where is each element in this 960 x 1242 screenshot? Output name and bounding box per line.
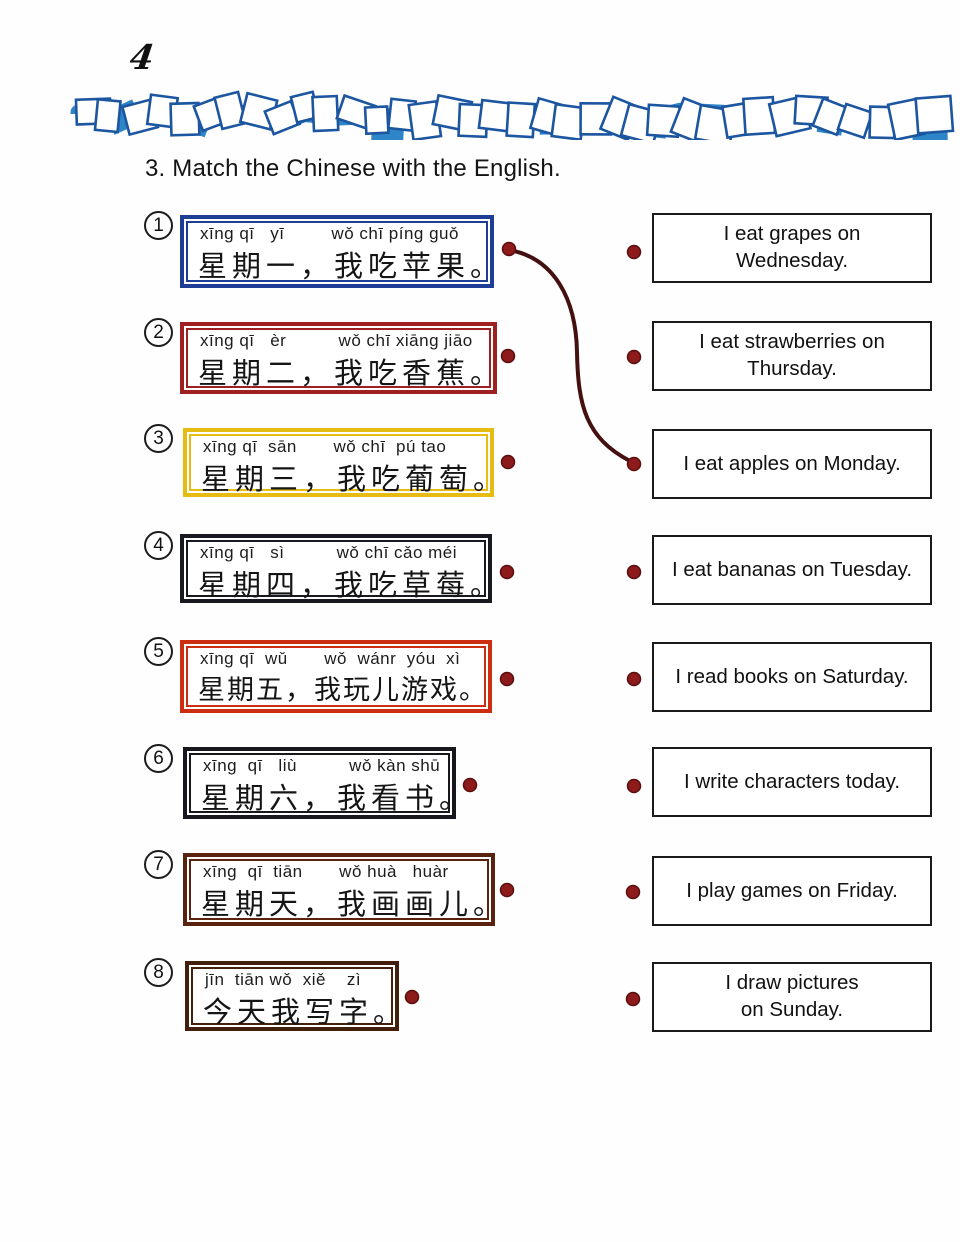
chinese-box-3[interactable]: xīng qī sān wǒ chī pú tao 星期三，我吃葡萄。 <box>183 428 502 497</box>
hanzi-4: 星期四，我吃草莓。 <box>198 568 505 602</box>
pinyin-3: xīng qī sān wǒ chī pú tao <box>203 437 447 456</box>
pinyin-1: xīng qī yī wǒ chī píng guǒ <box>200 224 459 243</box>
chinese-box-5[interactable]: xīng qī wǔ wǒ wánr yóu xì 星期五，我玩儿游戏。 <box>180 640 492 713</box>
chinese-box-4[interactable]: xīng qī sì wǒ chī cǎo méi 星期四，我吃草莓。 <box>180 534 499 603</box>
hanzi-8: 今天我写字。 <box>203 995 408 1029</box>
left-dot-3[interactable] <box>500 454 516 470</box>
pinyin-8: jīn tiān wǒ xiě zì <box>205 970 362 989</box>
left-dot-6[interactable] <box>462 777 478 793</box>
chinese-box-8[interactable]: jīn tiān wǒ xiě zì 今天我写字。 <box>185 961 402 1031</box>
pinyin-5: xīng qī wǔ wǒ wánr yóu xì <box>200 649 461 668</box>
right-dot-4[interactable] <box>626 564 642 580</box>
chinese-box-2[interactable]: xīng qī èr wǒ chī xiāng jiāo 星期二，我吃香蕉。 <box>180 322 499 394</box>
english-box-5[interactable]: I read books on Saturday. <box>652 642 932 712</box>
right-dot-3[interactable] <box>626 456 642 472</box>
left-dot-5[interactable] <box>499 671 515 687</box>
hanzi-6: 星期六，我看书。 <box>201 781 474 815</box>
chinese-box-6[interactable]: xīng qī liù wǒ kàn shū 星期六，我看书。 <box>183 747 468 819</box>
item-number-8: 8 <box>144 958 173 987</box>
item-number-7: 7 <box>144 850 173 879</box>
right-dot-8[interactable] <box>625 991 641 1007</box>
item-number-2: 2 <box>144 318 173 347</box>
hanzi-5: 星期五，我玩儿游戏。 <box>198 675 488 706</box>
pinyin-7: xīng qī tiān wǒ huà huàr <box>203 862 449 881</box>
decorative-border <box>70 90 955 140</box>
left-dot-8[interactable] <box>404 989 420 1005</box>
hanzi-3: 星期三，我吃葡萄。 <box>201 462 508 496</box>
hanzi-7: 星期天，我画画儿。 <box>201 887 508 921</box>
pinyin-4: xīng qī sì wǒ chī cǎo méi <box>200 543 458 562</box>
english-box-3[interactable]: I eat apples on Monday. <box>652 429 932 499</box>
page-number: 4 <box>127 38 157 78</box>
english-box-2[interactable]: I eat strawberries on Thursday. <box>652 321 932 391</box>
right-dot-5[interactable] <box>626 671 642 687</box>
right-dot-7[interactable] <box>625 884 641 900</box>
right-dot-6[interactable] <box>626 778 642 794</box>
chinese-box-1[interactable]: xīng qī yī wǒ chī píng guǒ 星期一，我吃苹果。 <box>180 215 499 288</box>
exercise-heading: 3. Match the Chinese with the English. <box>145 155 561 182</box>
hanzi-1: 星期一，我吃苹果。 <box>198 249 505 283</box>
item-number-6: 6 <box>144 744 173 773</box>
english-box-7[interactable]: I play games on Friday. <box>652 856 932 926</box>
hanzi-2: 星期二，我吃香蕉。 <box>198 356 505 390</box>
match-line-1-to-3 <box>507 248 632 463</box>
item-number-5: 5 <box>144 637 173 666</box>
english-box-1[interactable]: I eat grapes on Wednesday. <box>652 213 932 283</box>
chinese-box-7[interactable]: xīng qī tiān wǒ huà huàr 星期天，我画画儿。 <box>183 853 502 926</box>
item-number-4: 4 <box>144 531 173 560</box>
english-box-6[interactable]: I write characters today. <box>652 747 932 817</box>
right-dot-1[interactable] <box>626 244 642 260</box>
english-box-8[interactable]: I draw pictures on Sunday. <box>652 962 932 1032</box>
right-dot-2[interactable] <box>626 349 642 365</box>
item-number-1: 1 <box>144 211 173 240</box>
left-dot-2[interactable] <box>500 348 516 364</box>
pinyin-2: xīng qī èr wǒ chī xiāng jiāo <box>200 331 473 350</box>
left-dot-7[interactable] <box>499 882 515 898</box>
left-dot-4[interactable] <box>499 564 515 580</box>
english-box-4[interactable]: I eat bananas on Tuesday. <box>652 535 932 605</box>
item-number-3: 3 <box>144 424 173 453</box>
left-dot-1[interactable] <box>501 241 517 257</box>
pinyin-6: xīng qī liù wǒ kàn shū <box>203 756 441 775</box>
